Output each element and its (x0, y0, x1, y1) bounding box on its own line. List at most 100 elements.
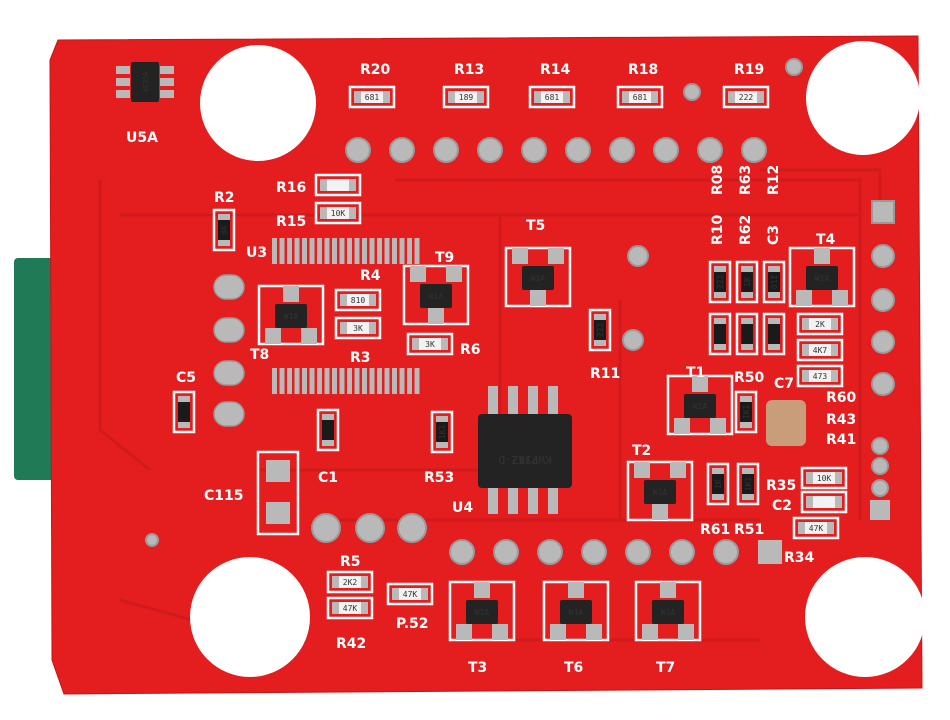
resistor-r2: 8K (212, 208, 236, 252)
label-r52: P.52 (396, 616, 429, 632)
u4-pin (317, 368, 322, 394)
component-marking: W1A (284, 312, 299, 321)
capacitor-c3: 01I (762, 260, 786, 304)
transistor-t3: W1A (448, 580, 516, 642)
component-marking: W1A (531, 274, 546, 283)
component-marking: 681 (545, 93, 560, 102)
component-marking: 1K1 (744, 477, 753, 492)
component-marking: 10K (331, 209, 346, 218)
resistor-r18: 681 (616, 85, 664, 109)
via (145, 533, 159, 547)
label-r60: R60 (826, 390, 857, 406)
header-pin (537, 539, 563, 565)
resistor-r60a: 2K (796, 312, 844, 336)
component-marking: W1A (661, 608, 676, 617)
resistor-r61: 1K (706, 462, 730, 506)
u4-pin (287, 368, 292, 394)
u3-pin (287, 238, 292, 264)
component-marking: W1A (815, 274, 830, 283)
resistor-r16 (314, 173, 362, 197)
header-pin (625, 539, 651, 565)
header-pin (389, 137, 415, 163)
u3-pin (302, 238, 307, 264)
header-pin (581, 539, 607, 565)
large-pad (355, 513, 385, 543)
u4-pin (362, 368, 367, 394)
component-marking: 681 (633, 93, 648, 102)
via (785, 58, 803, 76)
label-t2: T2 (632, 443, 651, 459)
u3-pin (399, 238, 405, 264)
capacitor-c1 (316, 408, 340, 452)
capacitor-c115 (256, 450, 300, 536)
component-marking: W1A (653, 488, 668, 497)
label-r18: R18 (628, 62, 658, 78)
header-pin (521, 137, 547, 163)
u4-pin (272, 368, 277, 394)
chip-marking: 4535A (142, 71, 150, 93)
via (683, 83, 701, 101)
u4-pin (279, 368, 285, 394)
capacitor-c7 (766, 400, 806, 446)
label-r34: R34 (784, 550, 815, 566)
header-pin (871, 437, 889, 455)
header-pin (697, 137, 723, 163)
component-marking: 47K (343, 604, 358, 613)
label-t3: T3 (468, 660, 487, 676)
label-r41: R41 (826, 432, 856, 448)
resistor-r10b (708, 312, 732, 356)
label-t1: T1 (686, 365, 705, 381)
component-marking: 2K (815, 320, 825, 329)
header-pin (758, 540, 782, 564)
resistor-r13: 189 (442, 85, 490, 109)
u3-pin (324, 238, 330, 264)
label-t8: T8 (250, 347, 269, 363)
label-r6: R6 (460, 342, 481, 358)
resistor-r34: 47K (792, 516, 840, 540)
u3-pin (272, 238, 277, 264)
component-marking: W1A (693, 402, 708, 411)
resistor-r42: 47K (326, 596, 374, 620)
mounting-hole (190, 557, 310, 677)
component-marking: 810 (351, 296, 366, 305)
resistor-r3: 3K (334, 316, 382, 340)
component-marking: 8K (220, 225, 229, 235)
u3-pin (392, 238, 397, 264)
resistor-r6: 3K (406, 332, 454, 356)
header-pin (871, 244, 895, 268)
label-r61: R61 (700, 522, 730, 538)
label-t6: T6 (564, 660, 583, 676)
label-r13: R13 (454, 62, 484, 78)
resistor-r5: 2K2 (326, 570, 374, 594)
resistor-r60c: 473 (796, 364, 844, 388)
u3-pin (369, 238, 375, 264)
u4-pin (392, 368, 397, 394)
header-pin (871, 372, 895, 396)
label-c7: C7 (774, 376, 794, 392)
u3-pin (279, 238, 285, 264)
component-marking: 222 (739, 93, 754, 102)
header-pin (713, 539, 739, 565)
resistor-r51: 1K1 (736, 462, 760, 506)
resistor-r52: 47K (386, 582, 434, 606)
label-r15: R15 (276, 214, 306, 230)
header-pin (477, 137, 503, 163)
transistor-t5: W1A (504, 246, 572, 308)
u4-pin (354, 368, 360, 394)
label-r62: R62 (738, 215, 754, 245)
u4-pin (384, 368, 390, 394)
u4-pin (414, 368, 420, 394)
label-t7: T7 (656, 660, 675, 676)
label-r4: R4 (360, 268, 381, 284)
resistor-r15: 10K (314, 201, 362, 225)
mounting-hole (805, 557, 925, 677)
pcb-board (49, 35, 923, 695)
capacitor-c2 (800, 490, 848, 514)
resistor-r60b: 4K7 (796, 338, 844, 362)
header-pin (871, 200, 895, 224)
mounting-hole (806, 41, 920, 155)
u3-pin (309, 238, 315, 264)
header-pin (493, 539, 519, 565)
transistor-t1: W1A (666, 374, 734, 436)
resistor-r20: 681 (348, 85, 396, 109)
